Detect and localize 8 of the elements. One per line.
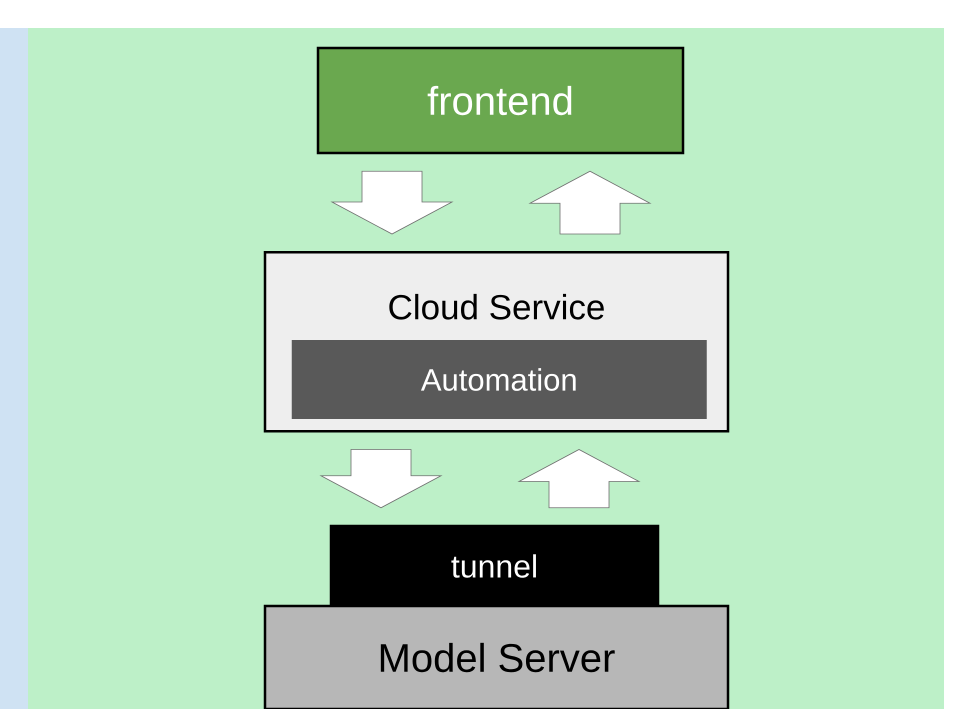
process-box: tunnel xyxy=(330,524,660,608)
block-arrow xyxy=(319,449,443,508)
process-box: Model Server xyxy=(264,604,730,709)
block-arrow xyxy=(330,170,454,234)
block-arrow xyxy=(528,170,652,234)
block-arrow xyxy=(517,449,641,508)
process-box: Automation xyxy=(292,340,707,419)
process-box: frontend xyxy=(316,46,684,154)
